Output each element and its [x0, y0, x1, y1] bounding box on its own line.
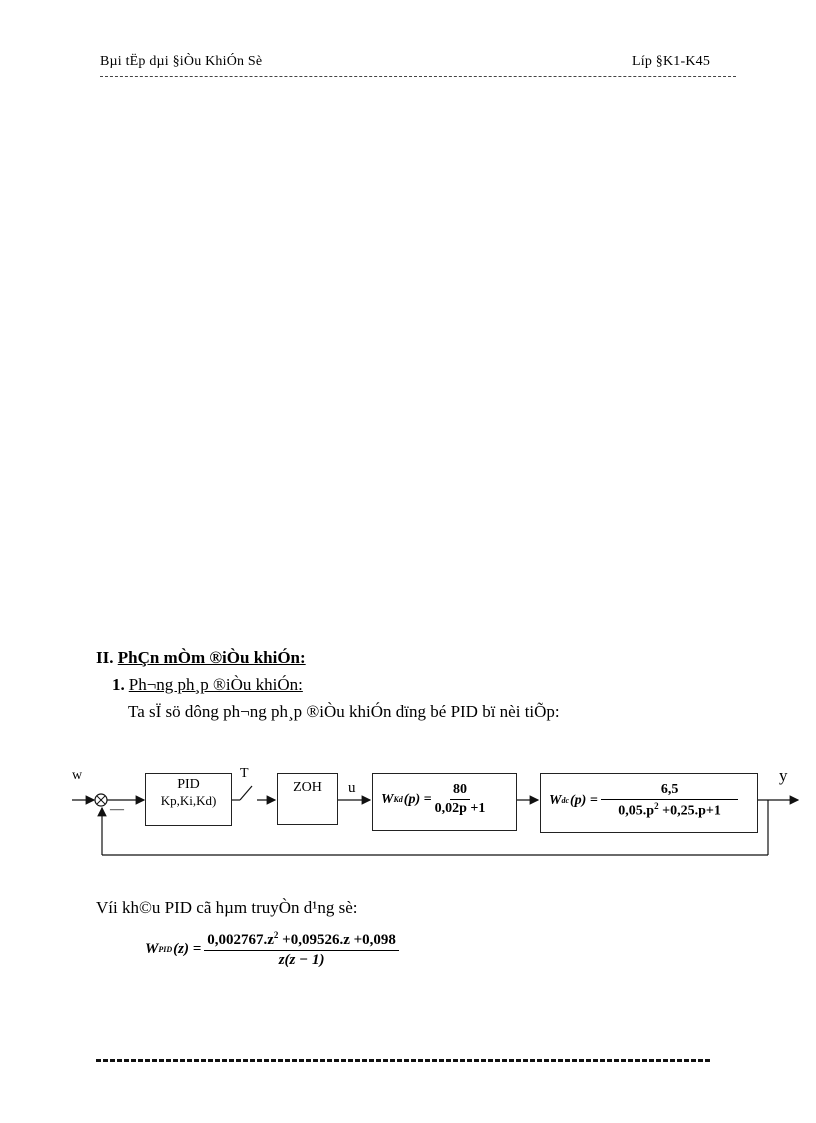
header-class: Líp §K1-K45 — [632, 54, 711, 69]
pid-arg: (z) = — [173, 941, 202, 957]
diagram-wiring — [72, 785, 800, 856]
section-heading: II. PhÇn mÒm ®iÒu khiÓn: — [96, 648, 306, 668]
pid-numerator-b: +0,09526.z +0,098 — [278, 932, 396, 948]
zoh-label: ZOH — [293, 780, 322, 795]
section-title: PhÇn mÒm ®iÒu khiÓn: — [117, 648, 306, 667]
subsection-number: 1. — [112, 675, 125, 694]
plant2-numerator: 6,5 — [600, 782, 739, 800]
header-divider — [100, 76, 736, 79]
plant2-arg: (p) = — [570, 792, 598, 808]
pid-sub: PID — [158, 945, 173, 954]
footer-divider — [96, 1059, 712, 1062]
plant2-sub: dc — [561, 796, 570, 806]
subsection-heading: 1.Ph­¬ng ph¸p ®iÒu khiÓn: — [112, 675, 303, 695]
plant1-arg: (p) = — [403, 791, 432, 807]
control-signal-label: u — [348, 780, 356, 796]
pid-numerator-sup: 2 — [273, 930, 279, 940]
plant1-denominator: 0,02p +1 — [434, 801, 486, 816]
plant1-lhs: W — [381, 791, 394, 807]
plant2-denominator-b: +0,25.p+1 — [658, 803, 721, 819]
pid-gains: Kp,Ki,Kd) — [160, 793, 217, 808]
pid-lhs: W — [145, 941, 159, 957]
input-label: w — [72, 768, 83, 783]
pid-denominator: z(z − 1) — [278, 952, 325, 968]
plant2-denominator-a: 0,05.p — [618, 803, 655, 819]
pid-description: Víi kh©u PID cã hµm truyÒn d¹ng sè: — [96, 898, 358, 917]
intro-paragraph: Ta sÏ sö dông ph­¬ng ph¸p ®iÒu khiÓn dïn… — [128, 702, 560, 721]
pid-numerator-a: 0,002767.z — [207, 932, 274, 948]
plant1-numerator: 80 — [449, 782, 470, 800]
pid-label: PID — [177, 777, 200, 792]
sampler-label: T — [240, 766, 249, 781]
summing-sign: — — [110, 802, 124, 817]
zoh-block: ZOH — [277, 773, 338, 825]
plant2-lhs: W — [549, 792, 562, 808]
subsection-title: Ph­¬ng ph¸p ®iÒu khiÓn: — [128, 675, 303, 694]
plant1-sub: Kd — [393, 795, 403, 804]
header-title: Bµi tËp dµi §iÒu KhiÓn Sè — [100, 54, 263, 69]
section-numeral: II. — [96, 648, 114, 667]
plant2-denominator-sup: 2 — [654, 801, 659, 811]
output-label: y — [779, 766, 788, 785]
pid-block: PID Kp,Ki,Kd) — [145, 773, 232, 826]
